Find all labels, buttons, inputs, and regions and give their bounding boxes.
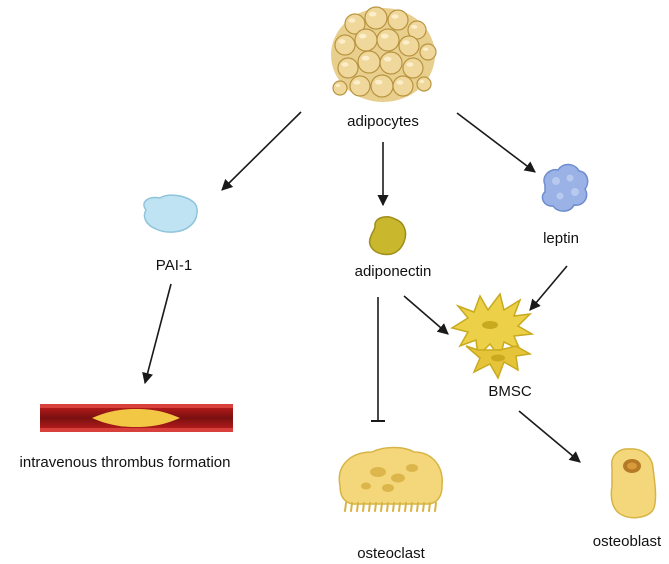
leptin-icon bbox=[541, 163, 589, 212]
arrow-bmsc-to-osteoblast bbox=[518, 410, 581, 463]
bmsc-icon bbox=[450, 292, 535, 380]
osteoclast-icon bbox=[338, 446, 443, 512]
leptin-label: leptin bbox=[543, 230, 579, 247]
arrow-leptin-to-bmsc bbox=[529, 265, 568, 311]
adipocytes-icon bbox=[331, 6, 437, 102]
adipocytes-label: adipocytes bbox=[347, 113, 419, 130]
adiponectin-icon bbox=[368, 216, 407, 256]
adiponectin-label: adiponectin bbox=[355, 263, 432, 280]
thrombus-label: intravenous thrombus formation bbox=[20, 454, 231, 471]
arrow-pai1-to-thrombus bbox=[142, 283, 172, 385]
arrow-adipocytes-to-leptin bbox=[456, 112, 536, 173]
arrow-adipocytes-to-pai1 bbox=[221, 111, 302, 191]
pai1-label: PAI-1 bbox=[156, 257, 192, 274]
pai1-icon bbox=[143, 194, 198, 233]
inhibition-adiponectin-to-osteoclast bbox=[371, 297, 385, 422]
osteoclast-label: osteoclast bbox=[357, 545, 425, 562]
bmsc-label: BMSC bbox=[488, 383, 532, 400]
arrow-adiponectin-to-bmsc bbox=[403, 295, 449, 335]
vessel-thrombus-icon bbox=[40, 404, 233, 432]
osteoblast-label: osteoblast bbox=[593, 533, 662, 550]
osteoblast-icon bbox=[610, 448, 657, 519]
